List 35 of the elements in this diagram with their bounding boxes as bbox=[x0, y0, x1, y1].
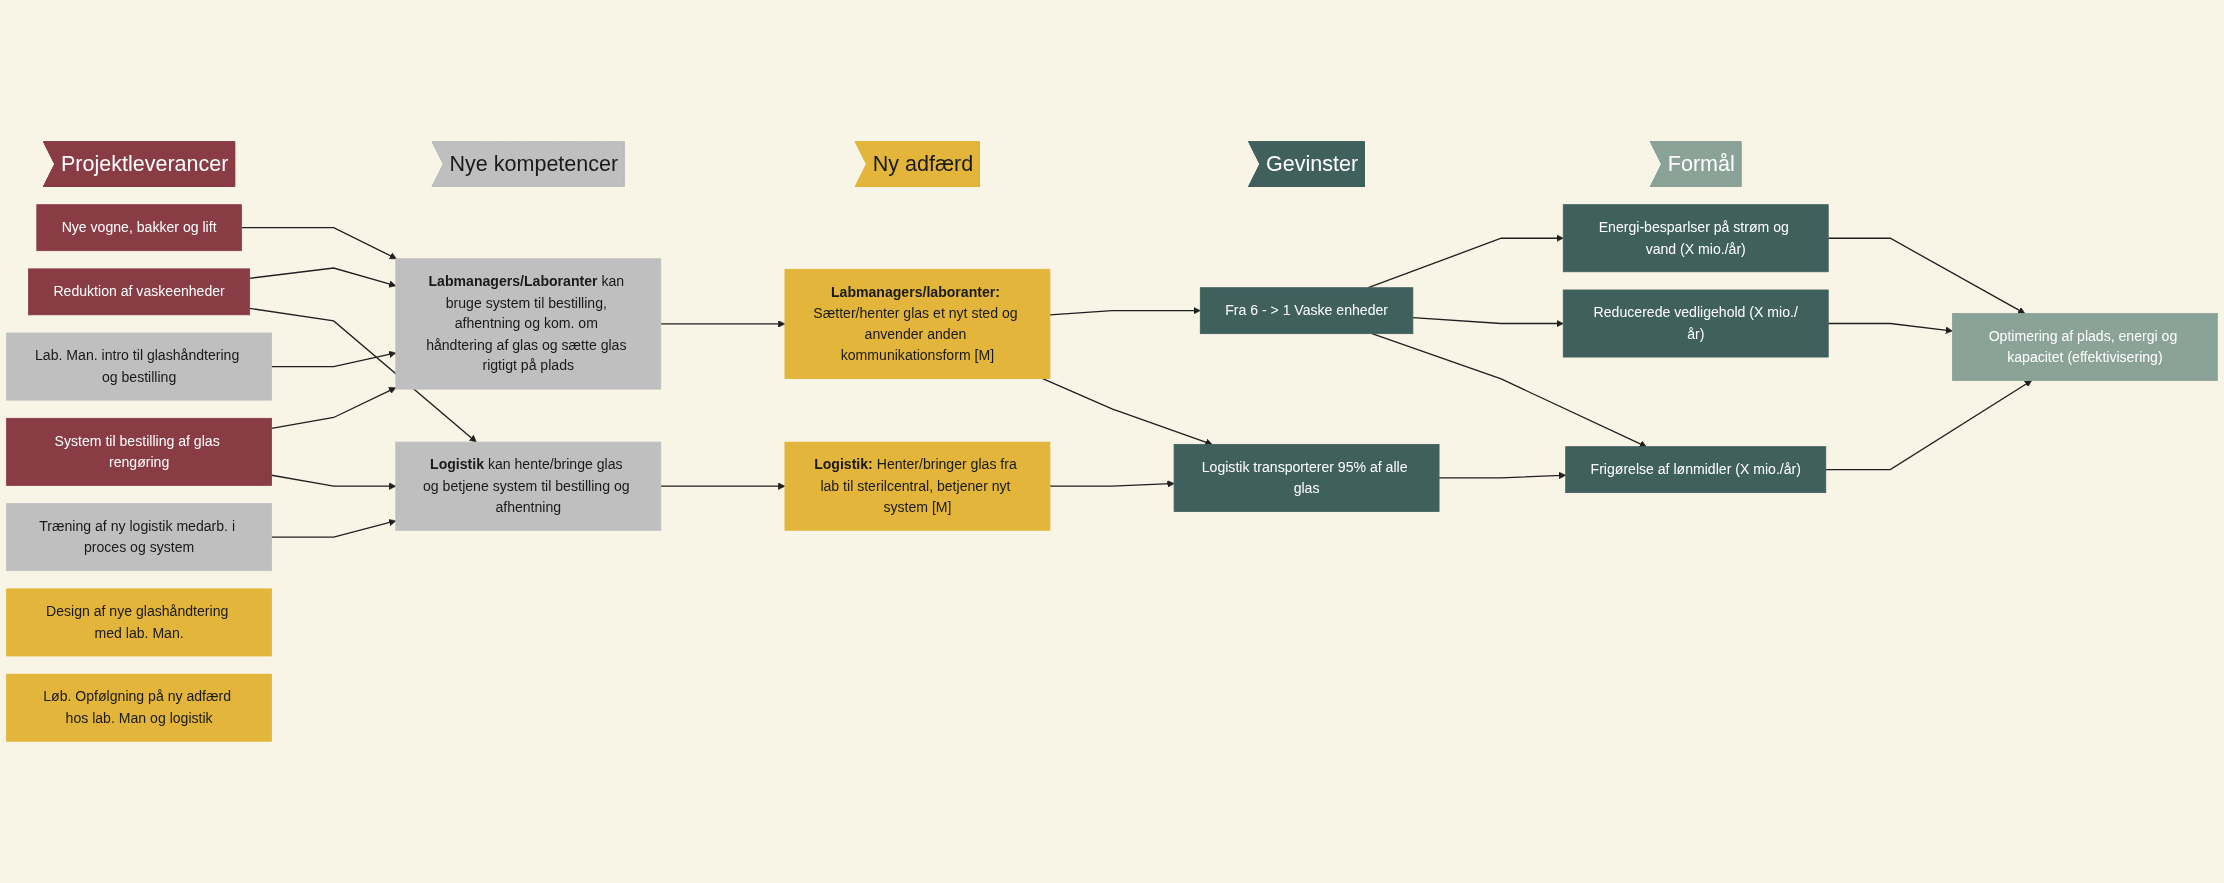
node-box: Nye vogne, bakker og lift bbox=[36, 204, 242, 252]
node-box: System til bestilling af glas rengøring bbox=[6, 417, 272, 486]
arrow bbox=[1042, 377, 1213, 446]
node-box: Reducerede vedligehold (X mio./år) bbox=[1562, 289, 1829, 358]
arrow bbox=[1827, 322, 1953, 334]
arrow bbox=[1438, 471, 1567, 480]
node-box: Logistik kan hente/bringe glas og betjene system til bestilling og afhentning bbox=[395, 441, 662, 531]
arrow bbox=[1049, 480, 1175, 488]
node-box: Lab. Man. intro til glashåndtering og bestilling bbox=[6, 332, 272, 401]
arrow bbox=[1049, 307, 1201, 316]
node-box: Træning af ny logistik medarb. i proces og system bbox=[6, 503, 272, 572]
arrow bbox=[248, 307, 477, 443]
arrow bbox=[270, 350, 397, 368]
node-box: Løb. Opfølgning på ny adfærd hos lab. Man og logistik bbox=[6, 673, 272, 742]
node-box: Logistik: Henter/bringer glas fra lab til sterilcentral, betjener nyt system [M] bbox=[784, 441, 1051, 531]
arrow bbox=[1412, 317, 1564, 328]
arrow bbox=[660, 320, 786, 328]
arrow bbox=[248, 267, 397, 288]
arrow bbox=[270, 387, 397, 430]
node-box: Logistik transporterer 95% af alle glas bbox=[1173, 444, 1440, 512]
node-box: Labmanagers/Laboranter kan bruge system til bestilling, afhentning og kom. om håndtering af glas og sætte glas rigtigt på plads bbox=[395, 258, 662, 390]
node-box: Optimering af plads, energi og kapacitet (effektivisering) bbox=[1952, 313, 2218, 381]
node-box: Frigørelse af lønmidler (X mio./år) bbox=[1565, 446, 1827, 494]
arrow bbox=[240, 227, 397, 260]
node-box: Energi-besparlser på strøm og vand (X mio./år) bbox=[1562, 204, 1829, 273]
node-box: Labmanagers/laboranter: Sætter/henter glas et nyt sted og anvender anden kommunikationsform [M] bbox=[784, 268, 1051, 379]
arrow bbox=[1371, 333, 1647, 448]
arrow bbox=[1825, 380, 2033, 471]
node-box: Design af nye glashåndtering med lab. Man. bbox=[6, 588, 272, 657]
arrow bbox=[660, 482, 786, 490]
arrow bbox=[1827, 237, 2026, 314]
node-box: Reduktion af vaskeenheder bbox=[28, 268, 251, 316]
arrow bbox=[270, 519, 397, 538]
arrow bbox=[270, 474, 397, 490]
node-box: Fra 6 - > 1 Vaske enheder bbox=[1199, 287, 1414, 335]
